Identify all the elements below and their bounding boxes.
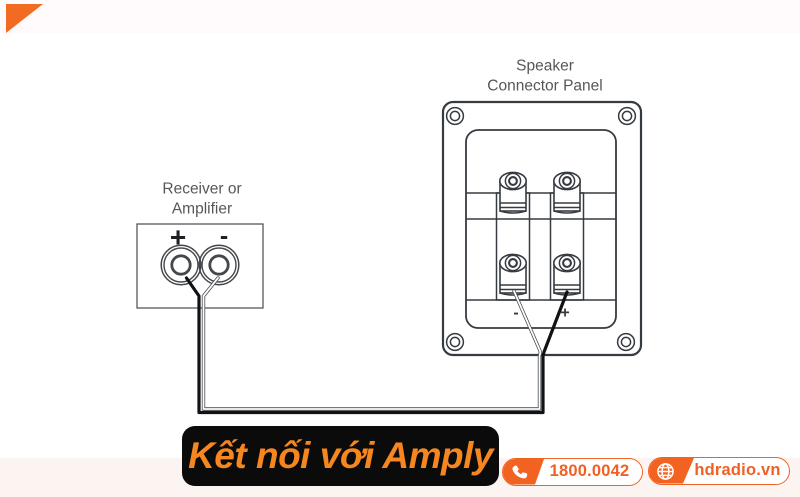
website-url: hdradio.vn	[694, 461, 781, 480]
amp-plus-sign: +	[170, 222, 186, 253]
wire-white-core	[202, 277, 542, 410]
website-badge[interactable]: hdradio.vn	[648, 457, 790, 485]
panel-title-line1: Speaker	[516, 58, 574, 75]
banner-connect-amply: Kết nối với Amply	[182, 426, 499, 486]
panel-rails	[466, 192, 616, 301]
speaker-panel-group	[441, 100, 643, 357]
globe-icon	[657, 462, 674, 480]
panel-minus-sign: -	[513, 305, 518, 322]
amp-title-line1: Receiver or	[162, 181, 241, 198]
panel-screws	[445, 106, 637, 352]
amp-title-line2: Amplifier	[172, 201, 232, 218]
panel-plus-sign: +	[560, 305, 569, 322]
binding-post-top-right	[552, 171, 581, 214]
binding-post-bottom-right	[552, 253, 581, 296]
panel-title-line2: Connector Panel	[487, 78, 602, 95]
banner-text: Kết nối với Amply	[188, 435, 493, 476]
binding-post-bottom-left	[498, 253, 527, 296]
top-tint-band	[0, 0, 800, 33]
panel-inner-recess	[465, 129, 617, 329]
hotline-number: 1800.0042	[549, 462, 630, 481]
hotline-badge[interactable]: 1800.0042	[502, 458, 643, 486]
binding-post-top-left	[498, 171, 527, 214]
amp-terminal-left	[160, 244, 202, 286]
wire-black	[184, 276, 569, 415]
speaker-wire-pair	[184, 276, 569, 415]
amp-terminal-right	[198, 244, 240, 286]
phone-icon	[512, 465, 528, 478]
hotline-chip	[503, 459, 544, 485]
amp-minus-sign: -	[220, 222, 228, 250]
